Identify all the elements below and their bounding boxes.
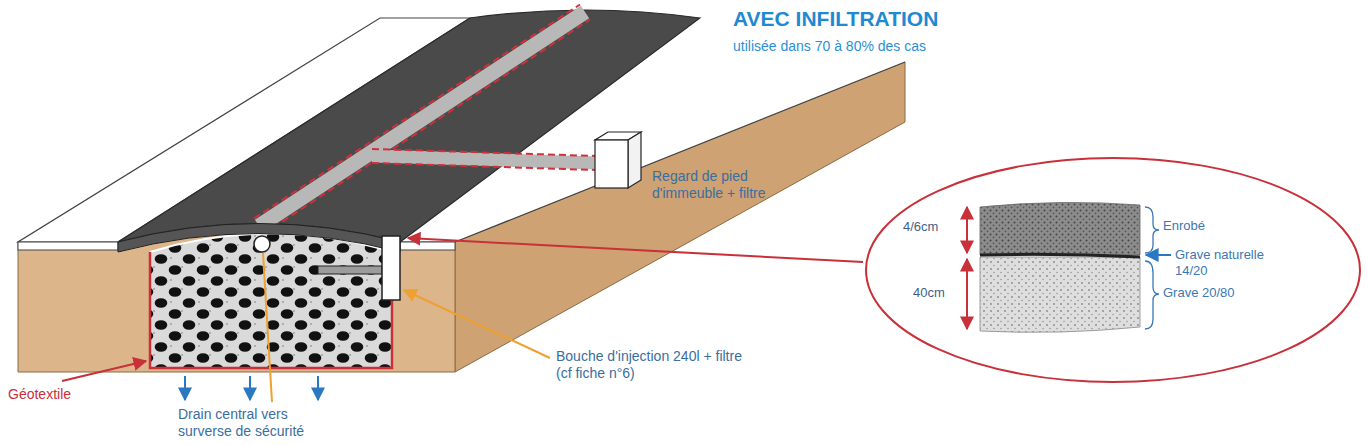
infiltration-arrow <box>249 376 251 400</box>
brace <box>1145 207 1159 253</box>
injection-mouth <box>382 236 400 300</box>
part-label: Géotextile <box>8 386 71 403</box>
manhole-side <box>628 132 641 188</box>
manhole-front <box>595 140 628 188</box>
dimension-arrow <box>966 207 968 253</box>
dimension-arrow <box>966 259 968 329</box>
lateral-band <box>372 156 596 163</box>
callout-leader <box>408 238 863 262</box>
drain-dashed-edge <box>254 5 580 219</box>
part-label: Bouche d'injection 240l + filtre (cf fic… <box>556 348 756 382</box>
dimension: 40cm <box>913 285 945 301</box>
left-curb <box>18 242 118 250</box>
pointer-arrow <box>1146 254 1171 256</box>
right-curb <box>400 242 455 250</box>
drain-band <box>259 12 585 226</box>
leader-line <box>404 290 550 358</box>
layer-label: Grave naturelle 14/20 <box>1175 247 1287 278</box>
part-label: Regard de pied d'immeuble + filtre <box>652 168 792 202</box>
detail-callout: 4/6cm EnrobéGrave naturelle 14/20 40cm Grav… <box>863 155 1363 385</box>
asphalt-layer <box>118 224 400 253</box>
injection-pipe <box>318 266 382 274</box>
callout-shape <box>863 155 1363 385</box>
drain-dashed-edge <box>264 20 590 234</box>
geotextile-line <box>150 252 392 368</box>
lateral-dashed-edge <box>372 149 596 156</box>
gravel-layer <box>980 257 1140 332</box>
dimension: 4/6cm <box>903 219 938 235</box>
asphalt-layer <box>980 202 1140 255</box>
ground-front-face <box>18 224 455 373</box>
reservoir-stones <box>150 234 392 369</box>
leader-line <box>62 361 146 381</box>
layer-label: Enrobé <box>1163 218 1205 234</box>
brace <box>1145 261 1159 329</box>
subtitle: utilisée dans 70 à 80% des cas <box>733 38 926 55</box>
diagram-title: AVEC INFILTRATION <box>733 6 938 31</box>
callout-ellipse <box>866 158 1360 382</box>
infiltration-arrow <box>317 376 319 400</box>
layer-label: Grave 20/80 <box>1163 285 1235 301</box>
lateral-dashed-edge <box>372 163 596 170</box>
road-surface <box>118 10 700 242</box>
infiltration-arrow <box>184 376 186 400</box>
fine-gravel-line <box>980 254 1140 257</box>
central-drain <box>254 236 270 252</box>
leader-line <box>263 253 272 402</box>
part-label: Drain central vers surverse de sécurité <box>178 406 328 440</box>
